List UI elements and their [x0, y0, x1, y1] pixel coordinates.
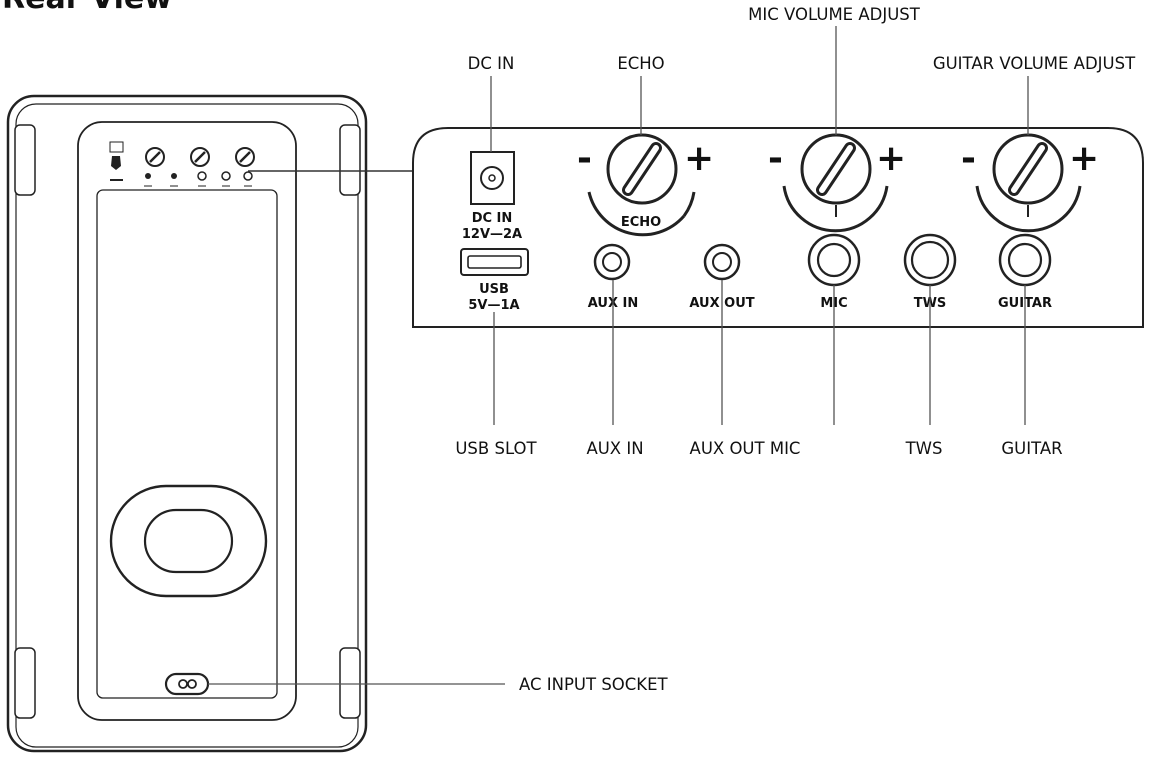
ac-input-socket	[164, 672, 210, 696]
zoomed-control-panel: DC IN 12V—2A USB 5V—1A - + ECHO - +	[412, 127, 1144, 328]
callout-ac-input-socket: AC INPUT SOCKET	[519, 675, 669, 694]
dc-in-jack	[470, 151, 515, 205]
callout-aux-out-mic: AUX OUT MIC	[690, 439, 801, 458]
callout-dc-in: DC IN	[468, 54, 515, 73]
callout-guitar: GUITAR	[1001, 439, 1062, 458]
guitar-volume-knob	[975, 133, 1082, 233]
left-upper-bumper	[14, 124, 36, 196]
usb-panel-label: USB	[479, 282, 509, 297]
guitar-plus-sign: +	[1069, 138, 1099, 179]
speaker-body	[6, 94, 368, 753]
mic-volume-knob	[782, 133, 889, 233]
mini-control-panel	[109, 141, 255, 187]
left-lower-bumper	[14, 647, 36, 719]
callout-tws: TWS	[905, 439, 943, 458]
echo-plus-sign: +	[684, 138, 714, 179]
usb-rating-label: 5V—1A	[468, 298, 519, 313]
callout-echo: ECHO	[617, 54, 664, 73]
callout-aux-in: AUX IN	[586, 439, 643, 458]
dc-in-panel-label: DC IN	[472, 211, 513, 226]
mic-minus-sign: -	[768, 138, 783, 179]
callout-usb-slot: USB SLOT	[455, 439, 537, 458]
echo-knob-label: ECHO	[621, 215, 661, 230]
guitar-minus-sign: -	[961, 138, 976, 179]
right-upper-bumper	[339, 124, 361, 196]
echo-knob	[587, 133, 696, 237]
carry-handle	[109, 484, 268, 598]
dc-in-rating-label: 12V—2A	[462, 227, 522, 242]
mic-plus-sign: +	[876, 138, 906, 179]
leader-lines	[208, 26, 1029, 685]
callout-guitar-volume-adjust: GUITAR VOLUME ADJUST	[933, 54, 1136, 73]
usb-port	[460, 248, 529, 276]
callout-mic-volume-adjust: MIC VOLUME ADJUST	[748, 5, 921, 24]
aux-out-jack	[703, 243, 741, 281]
echo-minus-sign: -	[577, 138, 592, 179]
aux-in-jack	[593, 243, 631, 281]
right-lower-bumper	[339, 647, 361, 719]
diagram-title: Rear View	[2, 0, 172, 16]
